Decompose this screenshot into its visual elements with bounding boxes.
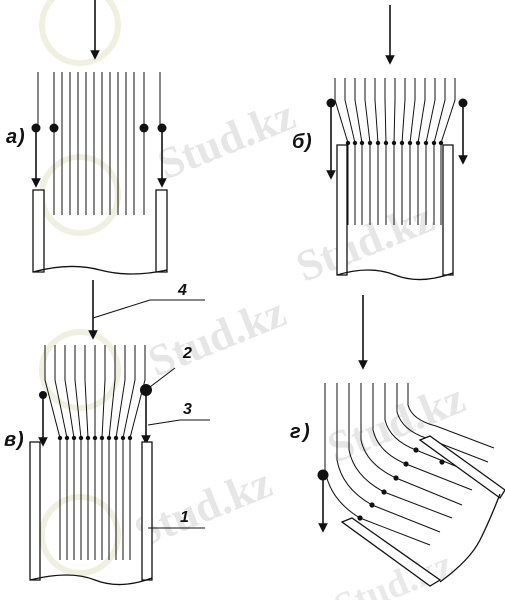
panel-label-paren: ) <box>16 126 25 148</box>
callout-1: 1 <box>180 509 189 526</box>
watermark-text: Stud.kz <box>141 287 292 386</box>
pipe-wall-left <box>336 144 348 276</box>
panel-a: а ) <box>6 0 168 275</box>
particle-dot <box>458 98 468 108</box>
panel-label-paren: ) <box>15 429 24 451</box>
particle-dot <box>39 391 47 399</box>
pipe-wall-right <box>442 144 454 276</box>
pipe-break-line <box>336 269 454 281</box>
panel-label-paren: ) <box>303 131 312 153</box>
pipe-wall-right <box>141 441 153 581</box>
particle-dot <box>139 123 149 133</box>
panel-b-contact-dots <box>345 140 444 146</box>
panel-label-v: в <box>4 429 16 451</box>
pipe-break-line <box>32 265 168 275</box>
watermarks: Stud.kz Stud.kz Stud.kz Stud.kz Stud.kz … <box>39 0 472 600</box>
particle-dot <box>157 123 167 133</box>
panel-v: 4 2 3 <box>4 280 210 586</box>
panel-label-a: а <box>6 126 17 148</box>
callout-4: 4 <box>177 282 187 299</box>
callout-2: 2 <box>182 345 192 362</box>
pipe-wall-left <box>32 189 45 273</box>
particle-dot <box>317 469 329 481</box>
pipe-break-line <box>439 493 501 583</box>
pipe-wall-upper <box>418 435 505 499</box>
particle-dot <box>31 123 41 133</box>
callout-line <box>147 419 181 426</box>
callout-3: 3 <box>183 401 192 418</box>
pipe-wall-left <box>29 441 41 581</box>
particle-dot <box>49 123 59 133</box>
pipe-wall-right <box>155 189 168 273</box>
panel-label-b: б <box>292 131 305 153</box>
pipe-break-line <box>29 574 153 586</box>
callout-line <box>92 299 151 319</box>
panel-g: г ) <box>290 295 505 587</box>
panel-b: б ) <box>292 5 468 281</box>
particle-dot <box>326 98 336 108</box>
panel-v-contact-dots <box>57 435 133 441</box>
panel-b-lines <box>334 78 456 225</box>
panel-g-contact-dots <box>357 447 445 521</box>
panel-a-lines <box>37 72 161 215</box>
panel-v-lines <box>44 345 146 560</box>
panel-label-g: г <box>290 421 301 443</box>
pipe-wall-lower <box>340 517 442 587</box>
callout-line <box>145 367 176 391</box>
watermark-text: Stud.kz <box>151 90 302 189</box>
panel-label-paren: ) <box>301 421 310 443</box>
